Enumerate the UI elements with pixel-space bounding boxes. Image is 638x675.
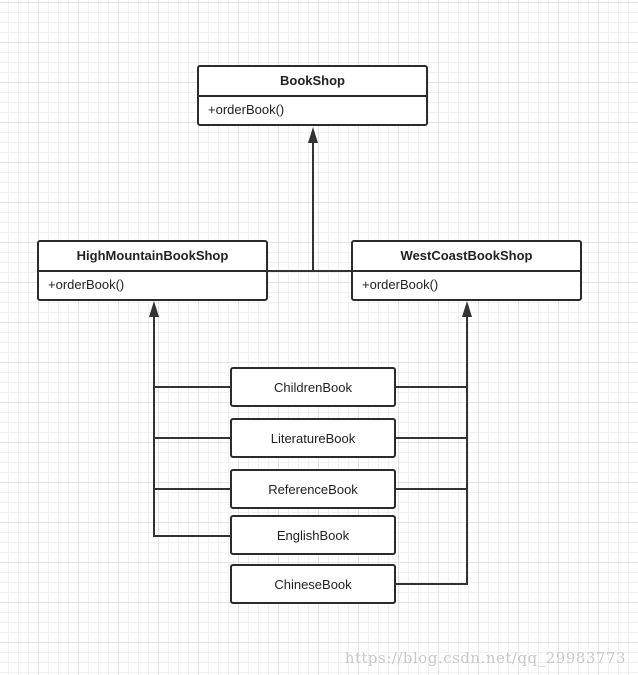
high-mountain-arrowhead	[149, 301, 159, 317]
west-coast-bookshop-class-box[interactable]: WestCoastBookShop +orderBook()	[351, 240, 582, 301]
bookshop-class-name: BookShop	[199, 67, 426, 97]
chinese-book-box[interactable]: ChineseBook	[230, 564, 396, 604]
children-book-box[interactable]: ChildrenBook	[230, 367, 396, 407]
west-coast-bookshop-class-name: WestCoastBookShop	[353, 242, 580, 272]
english-book-box[interactable]: EnglishBook	[230, 515, 396, 555]
high-mountain-bookshop-class-box[interactable]: HighMountainBookShop +orderBook()	[37, 240, 268, 301]
high-mountain-bookshop-method: +orderBook()	[48, 277, 125, 292]
watermark-url: https://blog.csdn.net/qq_29983773	[344, 649, 626, 667]
reference-book-box[interactable]: ReferenceBook	[230, 469, 396, 509]
west-coast-bookshop-method: +orderBook()	[362, 277, 439, 292]
west-coast-arrowhead	[462, 301, 472, 317]
bookshop-class-box[interactable]: BookShop +orderBook()	[197, 65, 428, 126]
literature-book-box[interactable]: LiteratureBook	[230, 418, 396, 458]
bookshop-arrowhead	[308, 127, 318, 143]
bookshop-method: +orderBook()	[208, 102, 285, 117]
high-mountain-bookshop-class-name: HighMountainBookShop	[39, 242, 266, 272]
